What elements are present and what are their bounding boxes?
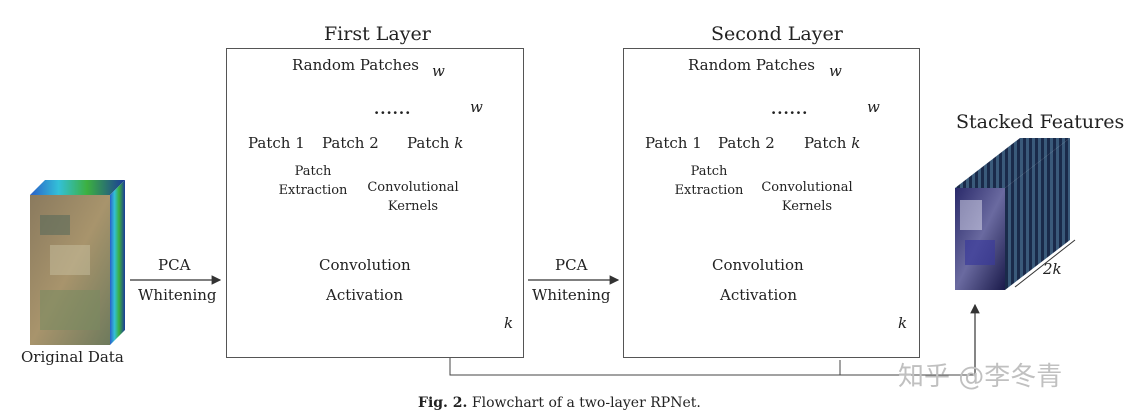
k-label-1: k — [504, 314, 514, 332]
convolution-label-1: Convolution — [319, 256, 411, 274]
whitening-label-1: Whitening — [138, 286, 217, 304]
w-label-v1: w — [470, 98, 483, 116]
stacked-features-cube — [955, 138, 1076, 290]
random-patches-label-1: Random Patches — [292, 56, 419, 74]
original-data-label: Original Data — [21, 348, 124, 366]
patch-extraction-label-2: Patch Extraction — [674, 164, 744, 198]
random-patches-label-2: Random Patches — [688, 56, 815, 74]
conv-kernels-label-2: Convolutional Kernels — [761, 180, 853, 214]
w-label-h2: w — [829, 62, 842, 80]
dots-1: ...... — [374, 100, 412, 118]
dots-2: ...... — [771, 100, 809, 118]
patch-extraction-label-1: Patch Extraction — [278, 164, 348, 198]
watermark: 知乎 @李冬青 — [898, 362, 1063, 392]
patchk-label-2: Patch k — [804, 134, 861, 152]
w-label-v2: w — [867, 98, 880, 116]
second-layer-box — [623, 48, 920, 358]
pca-label-1: PCA — [158, 256, 191, 274]
conv-kernels-label-1: Convolutional Kernels — [367, 180, 459, 214]
patch1-label-2: Patch 1 — [645, 134, 702, 152]
patchk-label-1: Patch k — [407, 134, 464, 152]
convolution-label-2: Convolution — [712, 256, 804, 274]
stacked-features-title: Stacked Features — [956, 111, 1125, 133]
original-data-cube — [30, 180, 125, 345]
stacked-depth-label: 2k — [1043, 260, 1062, 278]
activation-label-1: Activation — [326, 286, 403, 304]
patch2-label-1: Patch 2 — [322, 134, 379, 152]
patch2-label-2: Patch 2 — [718, 134, 775, 152]
pca-label-2: PCA — [555, 256, 588, 274]
whitening-label-2: Whitening — [532, 286, 611, 304]
patch1-label-1: Patch 1 — [248, 134, 305, 152]
figure-caption: Fig. 2. Flowchart of a two-layer RPNet. — [418, 395, 701, 411]
activation-label-2: Activation — [720, 286, 797, 304]
k-label-2: k — [898, 314, 908, 332]
w-label-h1: w — [432, 62, 445, 80]
first-layer-title: First Layer — [324, 23, 431, 45]
first-layer-box — [226, 48, 524, 358]
second-layer-title: Second Layer — [711, 23, 843, 45]
